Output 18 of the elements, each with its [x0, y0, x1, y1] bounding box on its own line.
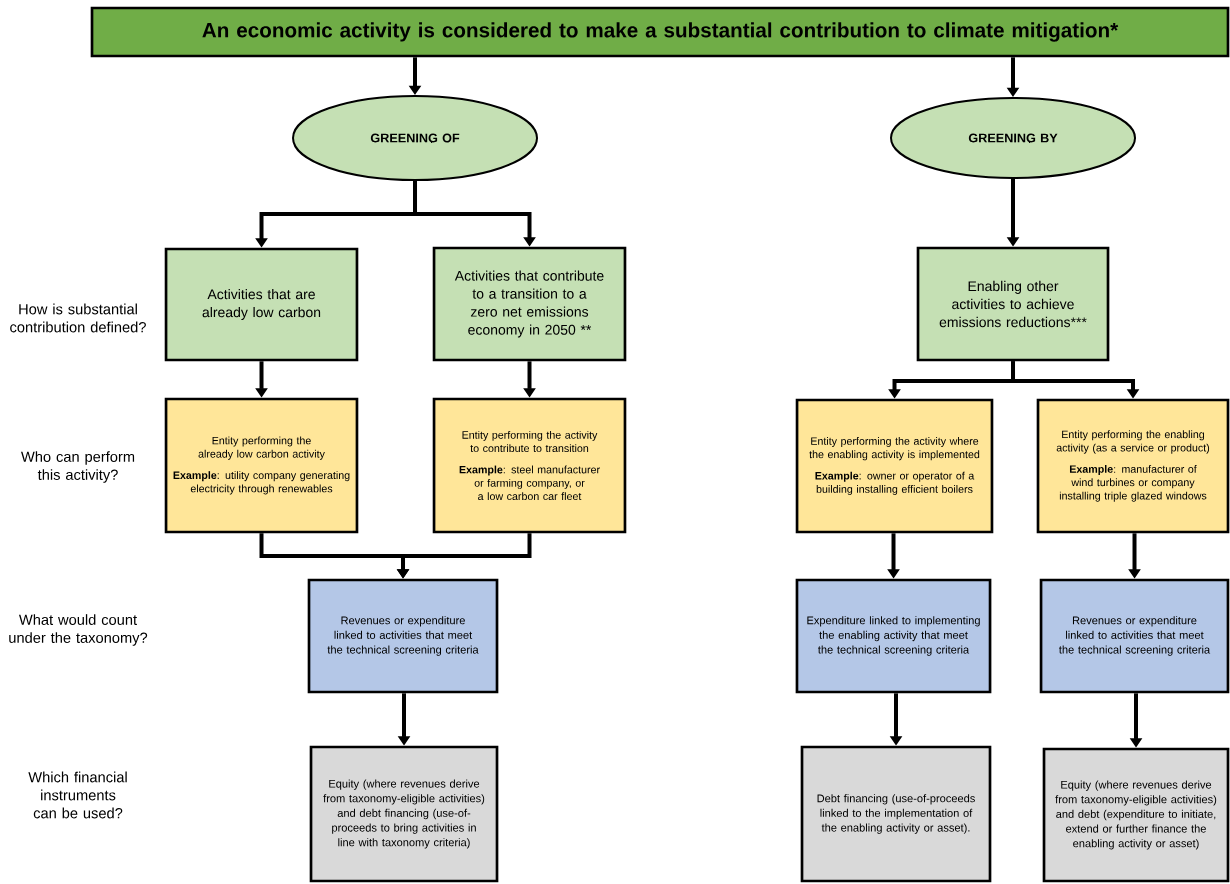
- process-box: Revenues or expenditure linked to activities that meet the technical screening criteria: [307, 578, 499, 694]
- process-box: Activities that contribute to a transition to a zero net emissions economy in 2050 **: [432, 246, 627, 362]
- process-box: Revenues or expenditure linked to activities that meet the technical screening criteria: [1039, 578, 1230, 694]
- process-box: Entity performing the enabling activity (as a service or product) Example: manufacturer of wind turbines or company installing triple glazed windows: [1036, 398, 1230, 534]
- process-box: Equity (where revenues derive from taxonomy-eligible activities) and debt financing (use-of-proceeds to bring activities in line with taxonomy criteria): [309, 745, 499, 883]
- process-box: Equity (where revenues derive from taxonomy-eligible activities) and debt (expenditure to initiate, extend or further finance the enabling activity or asset): [1042, 747, 1230, 883]
- process-box: Entity performing the already low carbon activity Example: utility company generating electricity through renewables: [164, 397, 359, 534]
- row-question: What would count under the taxonomy?: [9, 614, 148, 646]
- process-box: Enabling other activities to achieve emissions reductions***: [916, 246, 1110, 362]
- process-box: Expenditure linked to implementing the enabling activity that meet the technical screening criteria: [795, 578, 992, 694]
- process-box: Entity performing the activity to contribute to transition Example: steel manufacturer or farming company, or a low carbon car fleet: [432, 397, 627, 534]
- process-box: Entity performing the activity where the enabling activity is implemented Example: owner or operator of a building installing efficient boilers: [795, 398, 994, 534]
- row-question: How is substantial contribution defined?: [10, 303, 146, 333]
- process-box: Debt financing (use-of-proceeds linked to the implementation of the enabling activity or asset).: [800, 745, 992, 883]
- row-question: Which financial instruments can be used?: [28, 771, 127, 819]
- row-question: Who can perform this activity?: [21, 451, 135, 483]
- process-box: Activities that are already low carbon: [164, 247, 359, 362]
- banner: An economic activity is considered to make a substantial contribution to climate mitigation*: [90, 6, 1230, 58]
